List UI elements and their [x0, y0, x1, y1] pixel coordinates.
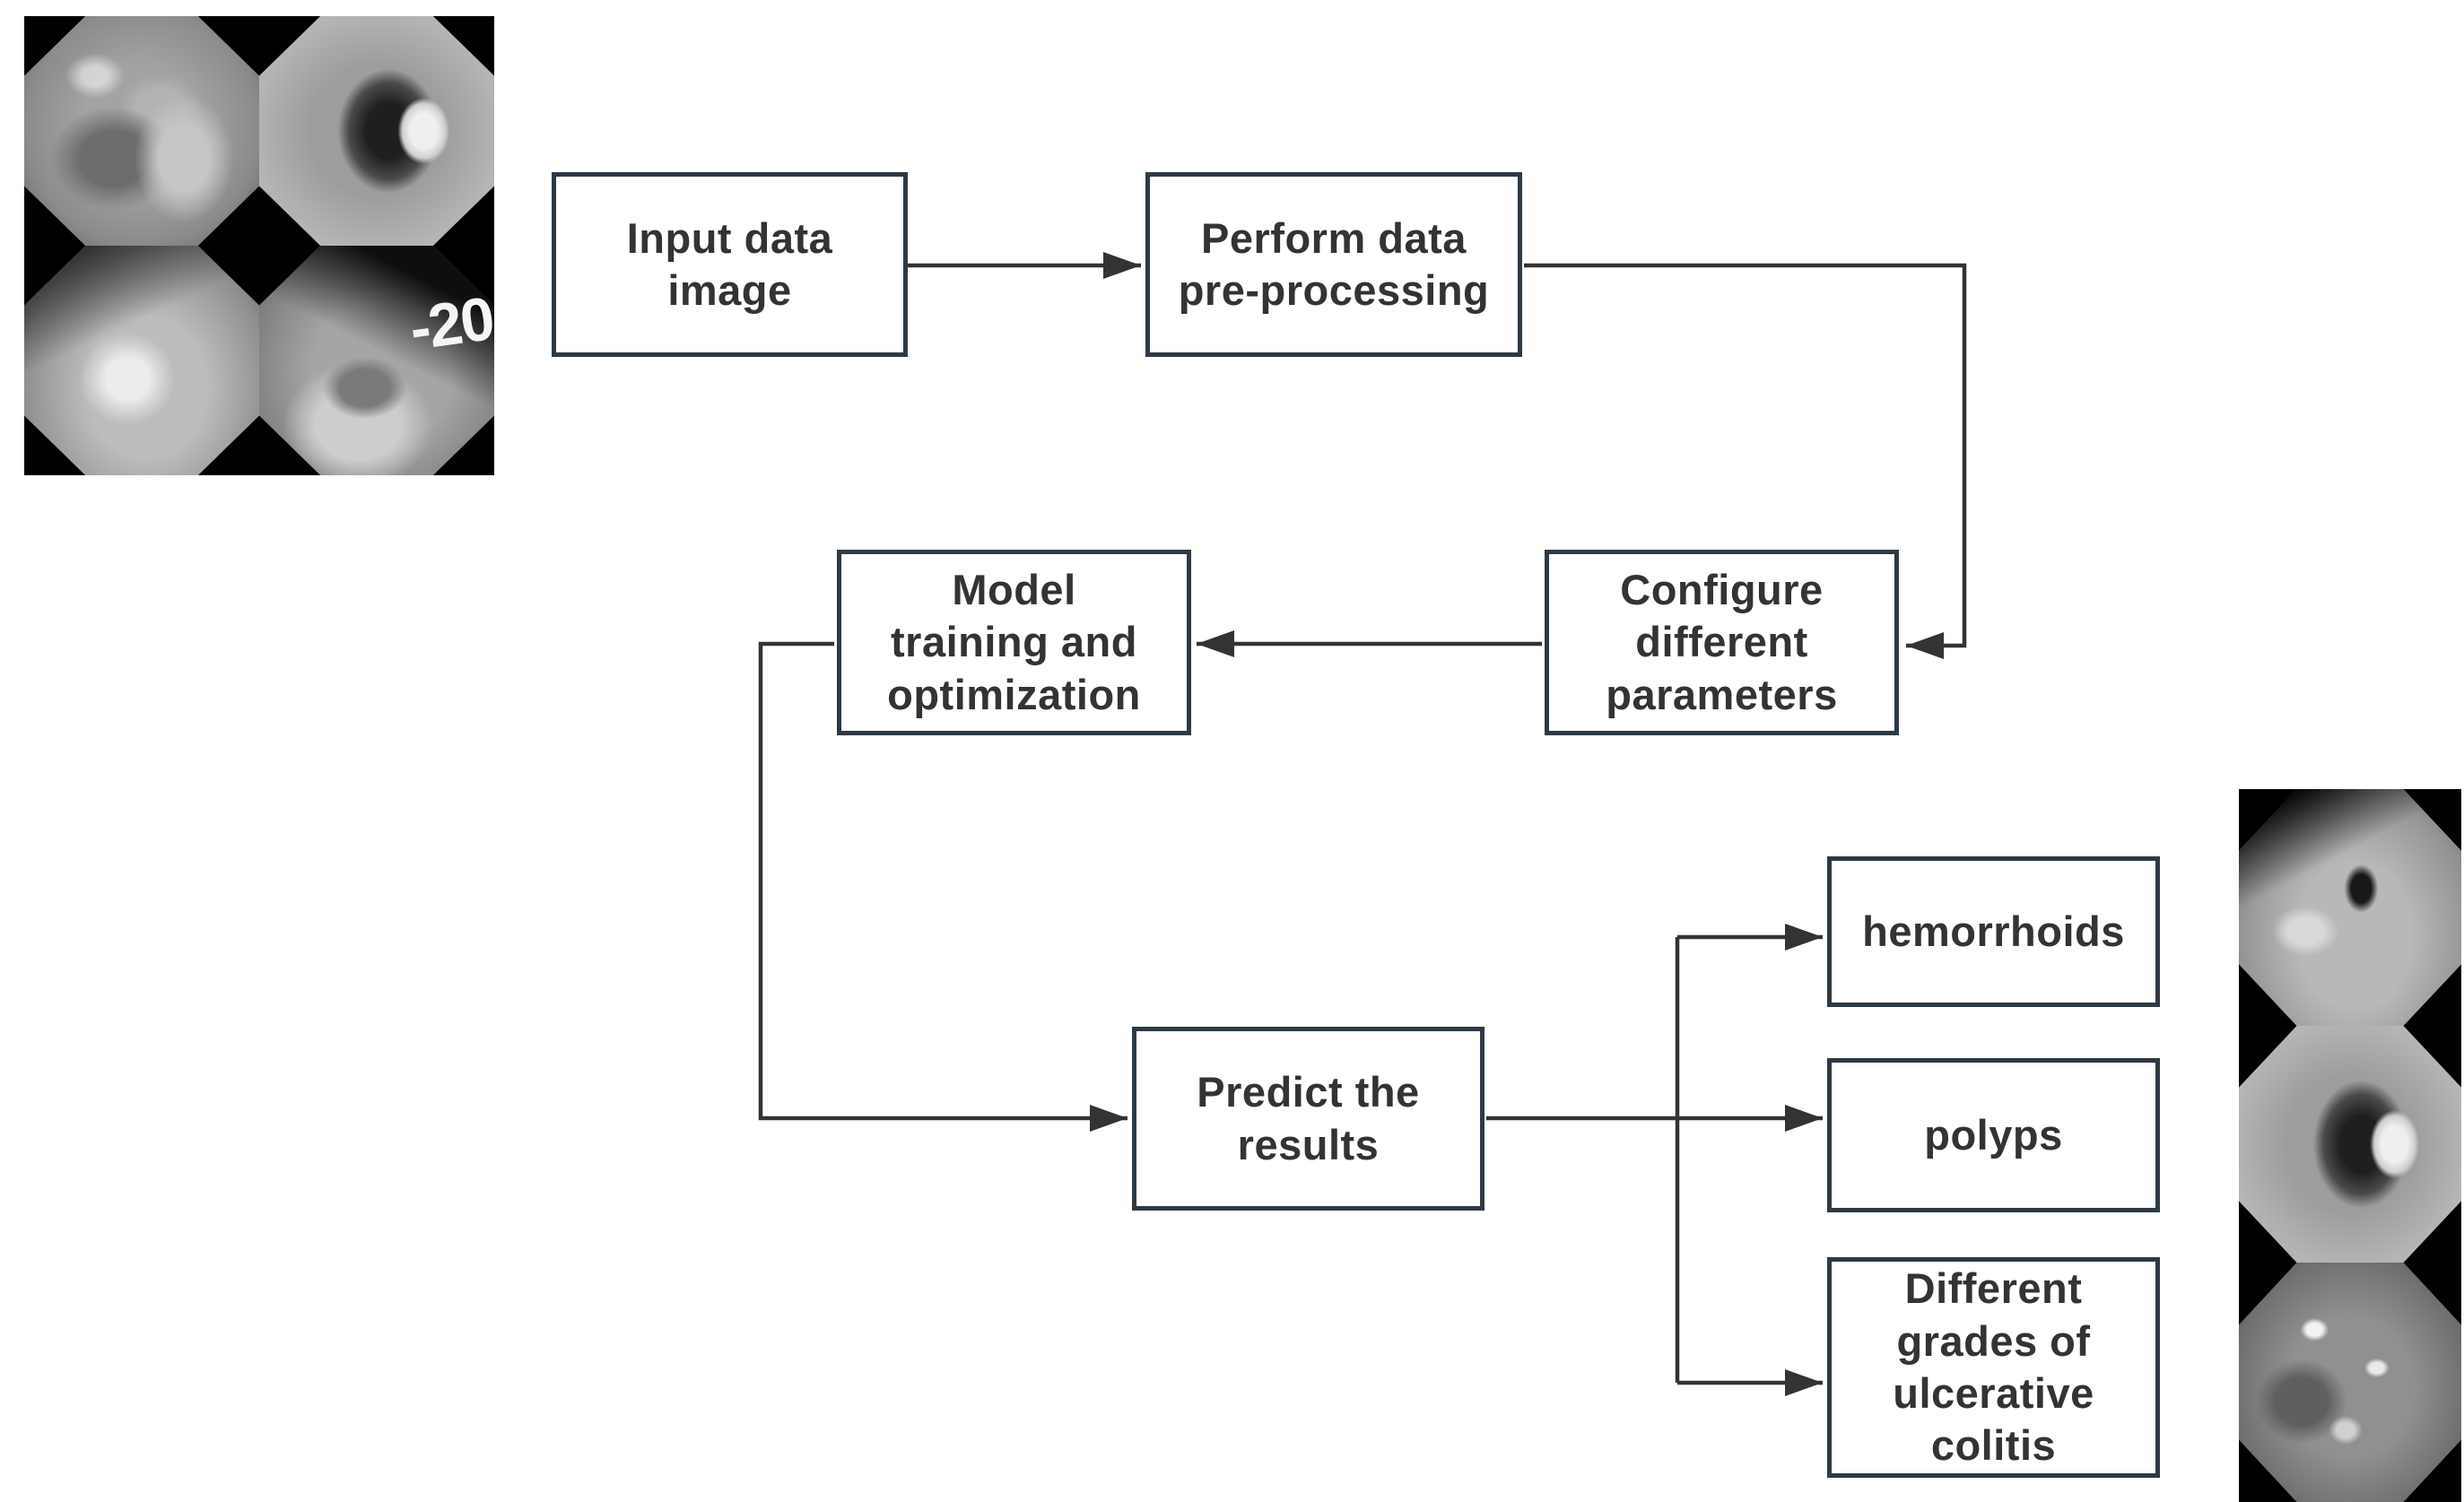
- endoscopy-photo: [259, 16, 494, 246]
- endoscopy-photo: [2239, 789, 2461, 1026]
- node-input-data-image: Input data image: [552, 172, 908, 357]
- node-perform-data-preprocessing: Perform data pre-processing: [1145, 172, 1522, 357]
- endoscopy-photo: [24, 16, 259, 246]
- image-overlay-number: -20: [405, 283, 494, 364]
- endoscopy-output-image-colitis: [2239, 1263, 2461, 1502]
- node-label: polyps: [1924, 1110, 2063, 1159]
- node-label: Different grades of ulcerative colitis: [1893, 1264, 2094, 1470]
- node-label: Input data image: [626, 213, 833, 314]
- node-label: Predict the results: [1197, 1068, 1420, 1168]
- endoscopy-photo: [259, 246, 494, 475]
- endoscopy-photo: [2239, 1026, 2461, 1263]
- node-label: Configure different parameters: [1606, 566, 1838, 718]
- node-output-polyps: polyps: [1827, 1058, 2160, 1212]
- endoscopy-output-image-polyp: [2239, 1026, 2461, 1263]
- node-model-training-and-optimization: Model training and optimization: [837, 550, 1191, 735]
- node-label: hemorrhoids: [1862, 907, 2125, 955]
- endoscopy-input-image-2: [259, 16, 494, 246]
- node-predict-the-results: Predict the results: [1132, 1027, 1484, 1211]
- endoscopy-input-image-1: [24, 16, 259, 246]
- endoscopy-input-image-3: [24, 246, 259, 475]
- node-configure-different-parameters: Configure different parameters: [1545, 550, 1899, 735]
- endoscopy-photo: [24, 246, 259, 475]
- node-label: Perform data pre-processing: [1178, 213, 1490, 314]
- node-output-ulcerative-colitis: Different grades of ulcerative colitis: [1827, 1257, 2160, 1478]
- endoscopy-photo: [2239, 1263, 2461, 1502]
- endoscopy-output-image-hemorrhoids: [2239, 789, 2461, 1026]
- endoscopy-input-image-4: -20: [259, 246, 494, 475]
- node-output-hemorrhoids: hemorrhoids: [1827, 856, 2160, 1007]
- node-label: Model training and optimization: [887, 566, 1141, 718]
